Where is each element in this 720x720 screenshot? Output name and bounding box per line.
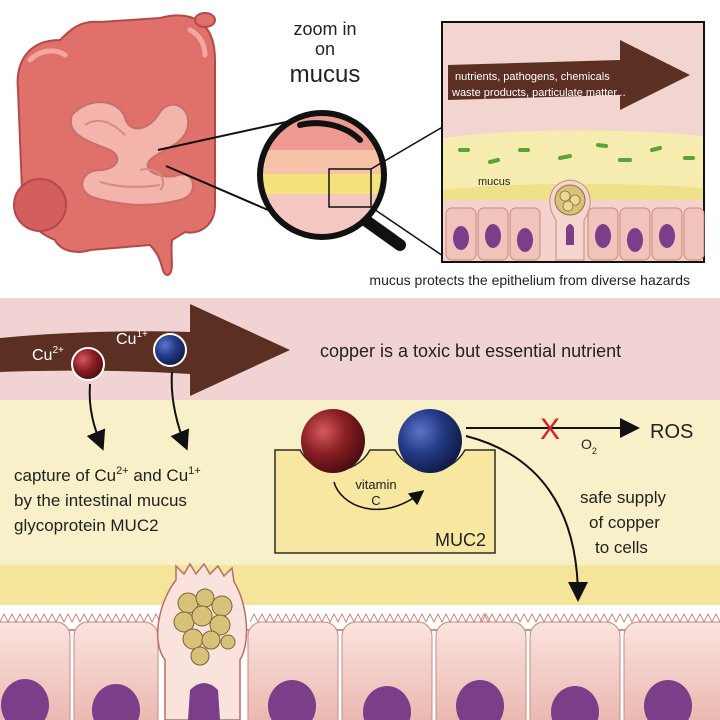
hazards-line-1: nutrients, pathogens, chemicals <box>455 71 610 83</box>
capture-arrow-cu2 <box>86 383 106 451</box>
capture-line-2: by the intestinal mucus <box>14 491 187 510</box>
inset-goblet-cell <box>549 179 591 261</box>
o2-label: O2 <box>581 436 597 456</box>
zoom-line-1: zoom in <box>293 19 356 39</box>
vitamin-c-reduction-arrow <box>333 481 425 511</box>
muc2-label: MUC2 <box>435 530 486 550</box>
banner-text: copper is a toxic but essential nutrient <box>320 341 621 361</box>
vitamin-line-2: C <box>371 493 380 508</box>
inset-mucus-label: mucus <box>478 176 511 188</box>
hazards-arrow <box>448 40 690 110</box>
inset-epithelial-cells <box>445 207 705 261</box>
cu2-label: Cu2+ <box>32 345 64 364</box>
zoom-line-lower <box>165 165 269 211</box>
zoom-line-2: on <box>315 39 335 59</box>
epithelium-cells <box>0 612 720 720</box>
cu2-ion-icon <box>71 347 105 381</box>
capture-line-1: capture of Cu2+ and Cu1+ <box>14 465 201 485</box>
magnifying-glass-icon <box>257 110 406 251</box>
capture-arrow-cu1 <box>170 371 190 451</box>
mucus-inset-panel: nutrients, pathogens, chemicals waste pr… <box>441 21 705 263</box>
copper-supply-arrow <box>465 435 588 602</box>
zoom-box <box>328 168 372 208</box>
top-caption: mucus protects the epithelium from diver… <box>369 272 690 288</box>
muc2-cu1-ion-icon <box>398 409 462 473</box>
ros-label: ROS <box>650 421 693 443</box>
intestine-illustration <box>13 12 216 277</box>
supply-line-2: of copper <box>589 513 660 532</box>
cu1-label: Cu1+ <box>116 329 148 348</box>
mucus-dense-band <box>0 565 720 605</box>
supply-line-1: safe supply <box>580 488 666 507</box>
vitamin-line-1: vitamin <box>355 477 396 492</box>
zoom-box-connector-lower <box>370 206 447 259</box>
muc2-cu2-ion-icon <box>301 409 365 473</box>
hazards-line-2: waste products, particulate matter... <box>451 87 626 99</box>
zoom-line-3: mucus <box>290 61 361 88</box>
blocked-x-icon: X <box>540 413 560 446</box>
goblet-cell <box>156 562 248 720</box>
zoom-box-connector-upper <box>370 124 447 170</box>
supply-line-3: to cells <box>595 538 648 557</box>
zoom-line-upper <box>157 121 287 151</box>
cu1-ion-icon <box>153 333 187 367</box>
capture-line-3: glycoprotein MUC2 <box>14 516 159 535</box>
bacteria-group <box>458 143 695 164</box>
copper-flow-arrow <box>0 304 290 396</box>
